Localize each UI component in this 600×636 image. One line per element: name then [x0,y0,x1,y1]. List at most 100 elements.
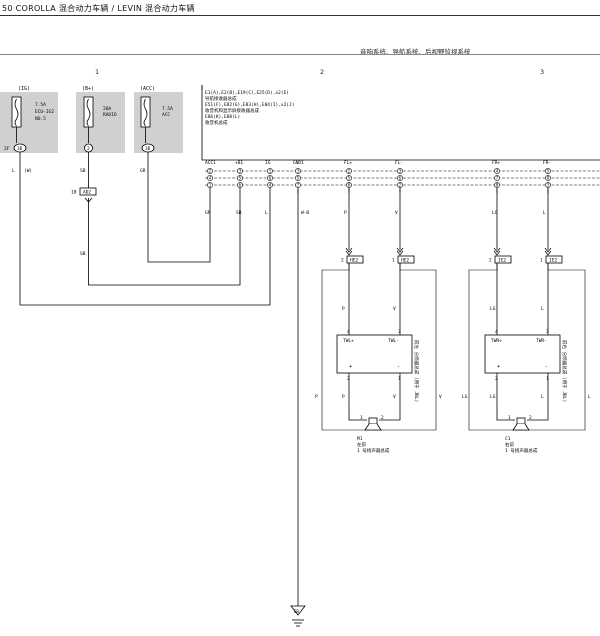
crossover-pin1-1: 4 [495,329,498,335]
crossover-minus-label-0: TWL- [388,338,399,344]
header-divider [0,15,600,16]
pin-1-0 [237,168,243,174]
speaker-0 [368,417,378,425]
fuse-ig-name: ECU-IG2 [35,109,54,115]
pin-6-0 [494,168,500,174]
fuse-acc-name: ACC [162,112,170,118]
crossover-out-minus-color-1: L [541,394,544,400]
speaker-name-1: 1 号扬声器总成 [505,447,538,454]
pin-num-3-2: 7 [297,183,300,188]
crossover-side-label-0: 前左 分频器总成 (用于 JBL) [413,340,420,402]
system-divider [0,54,600,55]
pin-0-2 [207,182,213,188]
wire-frm-color: L [543,210,546,216]
fuse-bat-circuit: (B+) [82,86,94,92]
pin-num-1-0: 3 [239,169,242,174]
pin-label-1: +B1 [235,160,243,166]
frame-right-color-0: V [439,394,442,400]
wire-ig-color: L [12,168,15,174]
speaker-pin2-0: 2 [381,415,384,421]
pin-2-1 [267,175,273,181]
pin-label-3: GND1 [293,160,304,166]
pin-num-7-0: 5 [547,169,550,174]
crossover-out-plus-color-1: LG [490,394,496,400]
pin-0-1 [207,175,213,181]
crossover-box-0 [336,334,413,374]
pin-num-3-0: 3 [297,169,300,174]
pin-3-2 [295,182,301,188]
pin-num-1-2: 6 [239,183,242,188]
pin-4-2 [346,182,352,188]
power-wires [19,152,271,306]
pin-num-6-0: 4 [496,169,499,174]
pin-5-0 [397,168,403,174]
fuse-ig-connector: 3D [17,146,23,152]
pin-label-7: FR- [543,160,551,166]
speaker-pin2-1: 2 [529,415,532,421]
wire-gnd-color: W-B [301,210,309,216]
wire-frp-color: LG [492,210,498,216]
wire-bat-color-lower: SB [80,251,86,257]
fuse-bat-connector: 2 [87,146,90,152]
crossover-minus-sign-0: - [397,364,400,370]
column-marker-2: 2 [320,68,325,76]
speaker-side-0: 左前 [357,441,366,448]
pin-5-2 [397,182,403,188]
connector-label-0: HE2 [350,258,358,264]
pin-label-4: FL+ [344,160,352,166]
wire-ig-tag: (W) [24,168,32,174]
wire-b1-color: SB [236,210,242,216]
pin-6-1 [494,175,500,181]
pin-num-6-1: 7 [496,176,499,181]
ground-label: EB [294,609,299,614]
wire-flm-color: V [395,210,398,216]
crossover-plus-label-0: TWL+ [343,338,354,344]
pin-num-0-0: 2 [209,169,212,174]
connector-pin-2: 2 [489,258,492,264]
pin-num-4-2: 8 [348,183,351,188]
crossover-pin4-0: 1 [398,376,401,382]
crossover-plus-label-1: TWR+ [491,338,502,344]
crossover-pin1-0: 4 [347,329,350,335]
wire-bat-color: SB [80,168,86,174]
pin-num-2-1: 6 [269,176,272,181]
signal-wire-colors: GR SB L W-B P V LG L [205,210,546,216]
speaker-1 [516,417,526,425]
fuse-acc: (ACC) 7.5A ACC [134,86,183,153]
unit-note-3: 收音机和显示屏接收器总成 [205,107,259,114]
pin-num-4-0: 2 [348,169,351,174]
speaker-id-0: M1 [357,436,363,442]
page-header: 50 COROLLA 混合动力车辆 / LEVIN 混合动力车辆 [0,0,600,16]
connector-3 [545,255,563,264]
crossover-minus-label-1: TWR- [536,338,547,344]
system-title: 音响系统、导航系统、后视野监视系统 [360,48,471,56]
wire-flp-color: P [344,210,347,216]
pin-4-1 [346,175,352,181]
speaker-pin1-0: 1 [360,415,363,421]
pin-num-6-2: 8 [496,183,499,188]
pin-columns: ACC1241+B1356IG164GND1357FL+258FL-362FR+… [205,160,551,193]
pin-num-2-0: 1 [269,169,272,174]
pin-label-0: ACC1 [205,160,216,166]
junction-label: AD2 [83,190,91,196]
pin-1-2 [237,182,243,188]
unit-note-5: 收音机总成 [205,119,228,126]
crossover-in-minus-color-1: L [541,306,544,312]
unit-note-0: E1(A),E2(B),E19(C),E25(D),x2(E) [205,90,289,96]
pin-0-0 [207,168,213,174]
fuse-acc-circuit: (ACC) [140,86,155,92]
fuse-ig-rating: 7.5A [35,102,46,108]
crossover-pin4-1: 1 [546,376,549,382]
pin-1-1 [237,175,243,181]
pin-label-2: IG [265,160,271,166]
crossover-pin3-1: 2 [495,376,498,382]
pin-num-1-1: 5 [239,176,242,181]
pin-label-5: FL- [395,160,403,166]
unit-note-1: 导航接收器总成 [205,95,237,102]
pin-label-6: FR+ [492,160,500,166]
connector-pin-3: 1 [540,258,543,264]
